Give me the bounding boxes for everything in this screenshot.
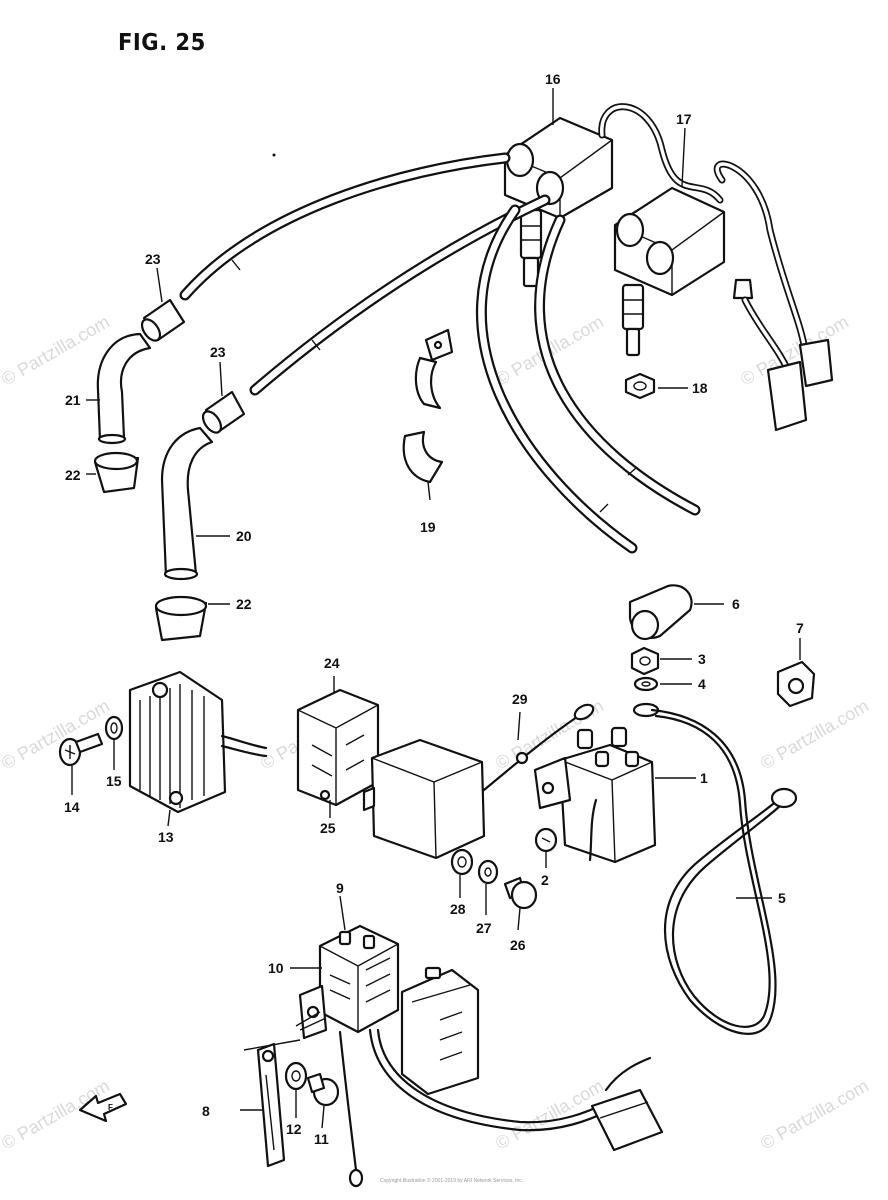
plug-cap-cover-22a[interactable] <box>93 451 140 494</box>
callout-21: 21 <box>65 392 81 408</box>
watermark: © Partzilla.com <box>757 695 872 773</box>
callout-7: 7 <box>796 620 804 636</box>
screw-26[interactable] <box>503 876 538 910</box>
watermark: © Partzilla.com <box>757 1075 872 1153</box>
callout-6: 6 <box>732 596 740 612</box>
callout-29: 29 <box>512 691 528 707</box>
svg-text:F: F <box>108 1103 113 1112</box>
callout-13: 13 <box>158 829 174 845</box>
bracket-8[interactable] <box>256 1042 286 1168</box>
callout-4: 4 <box>698 676 706 692</box>
washer-15[interactable] <box>104 715 124 741</box>
callout-27: 27 <box>476 920 492 936</box>
callout-28: 28 <box>450 901 466 917</box>
callout-12: 12 <box>286 1121 302 1137</box>
callout-18: 18 <box>692 380 708 396</box>
callout-24: 24 <box>324 655 340 671</box>
cord-clamp-19[interactable] <box>402 328 454 484</box>
plug-cap-cover-22b[interactable] <box>154 595 208 642</box>
callout-25: 25 <box>320 820 336 836</box>
figure-title: FIG. 25 <box>118 30 206 56</box>
front-arrow-icon: F <box>78 1092 128 1123</box>
callout-15: 15 <box>106 773 122 789</box>
callout-19: 19 <box>420 519 436 535</box>
plug-cap-20[interactable] <box>160 426 214 581</box>
lead-wire-29[interactable] <box>482 702 596 792</box>
regulator-13[interactable] <box>128 670 268 814</box>
callout-23: 23 <box>210 344 226 360</box>
screw-2[interactable] <box>534 827 558 853</box>
callout-22: 22 <box>65 467 81 483</box>
screw-14[interactable] <box>58 732 104 767</box>
callout-11: 11 <box>314 1131 329 1147</box>
callout-22: 22 <box>236 596 252 612</box>
nut-3[interactable] <box>630 646 660 676</box>
fuse-holder-10[interactable] <box>298 984 328 1040</box>
relay-24[interactable] <box>296 688 380 807</box>
coil-primary-wires[interactable] <box>598 103 834 432</box>
cap-joint-23a[interactable] <box>138 298 186 344</box>
washer-27[interactable] <box>477 859 499 885</box>
callout-14: 14 <box>64 799 80 815</box>
callout-23: 23 <box>145 251 161 267</box>
cap-joint-23b[interactable] <box>199 390 246 436</box>
screw-11[interactable] <box>306 1072 340 1107</box>
callout-20: 20 <box>236 528 252 544</box>
leader-lines <box>71 88 801 1129</box>
callout-26: 26 <box>510 937 526 953</box>
copyright-notice: Copyright Illustration © 2001-2019 by AR… <box>380 1177 523 1184</box>
washer-4[interactable] <box>633 676 659 692</box>
lead-wire-5[interactable] <box>632 702 798 1035</box>
fuse-box-harness[interactable] <box>338 1028 664 1188</box>
nut-18[interactable] <box>624 372 656 400</box>
callout-9: 9 <box>336 880 344 896</box>
terminal-cap-6[interactable] <box>628 584 693 641</box>
fuse-pack[interactable] <box>400 966 480 1096</box>
washer-28[interactable] <box>450 848 474 876</box>
speck <box>272 153 276 157</box>
callout-3: 3 <box>698 651 706 667</box>
callout-1: 1 <box>700 770 708 786</box>
callout-2: 2 <box>541 872 549 888</box>
washer-12[interactable] <box>284 1061 308 1091</box>
fuse-box-9[interactable] <box>318 924 400 1034</box>
cover-7[interactable] <box>776 660 816 708</box>
starter-relay-1[interactable] <box>533 726 657 864</box>
callout-10: 10 <box>268 960 284 976</box>
high-tension-cords[interactable] <box>179 152 701 554</box>
plug-cap-21[interactable] <box>96 332 152 445</box>
callout-8: 8 <box>202 1103 210 1119</box>
callout-17: 17 <box>676 111 692 127</box>
relay-cover-25[interactable] <box>362 738 486 860</box>
callout-numbers: 16 17 23 23 21 22 20 22 19 18 6 7 3 4 1 … <box>64 71 804 1147</box>
callout-5: 5 <box>778 890 786 906</box>
callout-16: 16 <box>545 71 561 87</box>
ignition-coil-17[interactable] <box>613 186 754 357</box>
ignition-coil-16[interactable] <box>503 116 614 288</box>
watermark: © Partzilla.com <box>0 311 113 389</box>
watermark: © Partzilla.com <box>492 1075 607 1153</box>
